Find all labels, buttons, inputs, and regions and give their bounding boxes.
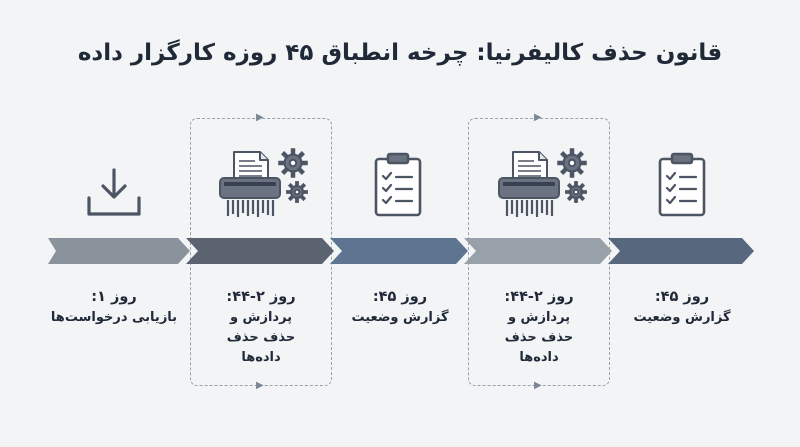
loop-arrow-bottom-2: ▶: [534, 380, 542, 391]
stage-day: روز ۴۵:: [654, 289, 710, 305]
stage-label-4: روز ۲-۴۴: پردازش و حذف حذف داده‌ها: [461, 286, 617, 368]
shredder-gears-icon: [219, 148, 308, 217]
download-icon: [87, 168, 141, 216]
diagram-title: قانون حذف کالیفرنیا: چرخه انطباق ۴۵ روزه…: [77, 40, 723, 66]
clipboard-checklist-icon: [658, 152, 706, 217]
stage-day: روز ۲-۴۴:: [226, 289, 296, 305]
stage-label-2: روز ۲-۴۴: پردازش و حذف حذف داده‌ها: [183, 286, 339, 368]
loop-arrow-top-1: ▶: [256, 112, 264, 123]
stage-desc: پردازش و حذف حذف داده‌ها: [226, 310, 296, 365]
timeline-segment-3: [330, 238, 468, 264]
timeline-segment-2: [186, 238, 334, 264]
loop-arrow-bottom-1: ▶: [256, 380, 264, 391]
timeline-bar: [48, 238, 754, 264]
stage-day: روز ۱:: [91, 289, 137, 305]
stage-day: روز ۴۵:: [372, 289, 428, 305]
timeline-segment-1: [48, 238, 190, 264]
stage-desc: پردازش و حذف حذف داده‌ها: [504, 310, 574, 365]
stage-label-1: روز ۱: بازیابی درخواست‌ها: [34, 286, 194, 328]
stage-day: روز ۲-۴۴:: [504, 289, 574, 305]
clipboard-checklist-icon: [374, 152, 422, 217]
timeline-segment-5: [608, 238, 754, 264]
shredder-gears-icon: [498, 148, 587, 217]
stage-label-3: روز ۴۵: گزارش وضعیت: [320, 286, 480, 328]
stage-desc: گزارش وضعیت: [351, 310, 449, 325]
stage-desc: بازیابی درخواست‌ها: [50, 310, 178, 325]
stage-desc: گزارش وضعیت: [633, 310, 731, 325]
stage-label-5: روز ۴۵: گزارش وضعیت: [602, 286, 762, 328]
timeline-segment-4: [464, 238, 612, 264]
loop-arrow-top-2: ▶: [534, 112, 542, 123]
